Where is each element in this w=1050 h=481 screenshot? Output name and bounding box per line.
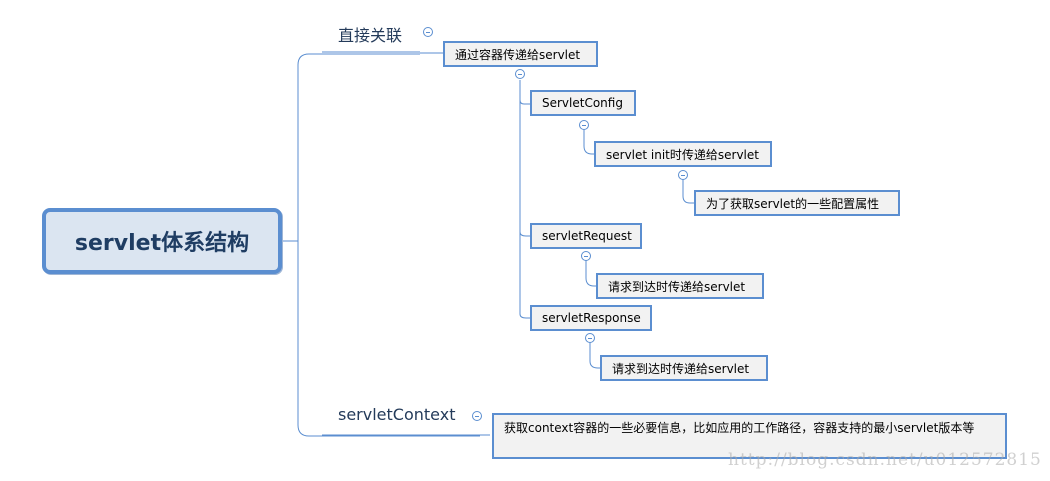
node-response-arrival-label: 请求到达时传递给servlet <box>612 361 750 376</box>
node-servlet-init-label: servlet init时传递给servlet <box>606 147 759 162</box>
minus-circle-icon[interactable] <box>515 69 525 79</box>
node-config-attributes[interactable]: 为了获取servlet的一些配置属性 <box>694 190 900 216</box>
node-context-info[interactable]: 获取context容器的一些必要信息，比如应用的工作路径，容器支持的最小serv… <box>492 413 1007 459</box>
connector-request-child <box>585 259 596 287</box>
minus-circle-icon[interactable] <box>579 120 589 130</box>
connector-response-child <box>589 341 600 369</box>
node-request-arrival[interactable]: 请求到达时传递给servlet <box>596 273 764 299</box>
node-servlet-response[interactable]: servletResponse <box>530 305 652 331</box>
root-label: servlet体系结构 <box>74 231 250 256</box>
node-via-container-label: 通过容器传递给servlet <box>455 47 581 62</box>
node-servlet-config-label: ServletConfig <box>542 96 623 110</box>
minus-circle-icon[interactable] <box>423 27 433 37</box>
watermark-text: http://blog.csdn.net/u012572815 <box>728 450 1042 470</box>
connector-child-trunk <box>519 80 530 105</box>
minus-circle-icon[interactable] <box>581 251 591 261</box>
node-via-container[interactable]: 通过容器传递给servlet <box>443 41 598 67</box>
node-servlet-init[interactable]: servlet init时传递给servlet <box>594 141 772 167</box>
connector-trunk <box>297 53 480 437</box>
minus-circle-icon[interactable] <box>585 333 595 343</box>
node-request-arrival-label: 请求到达时传递给servlet <box>608 279 746 294</box>
node-config-attributes-label: 为了获取servlet的一些配置属性 <box>706 196 880 211</box>
node-context-info-label: 获取context容器的一些必要信息，比如应用的工作路径，容器支持的最小serv… <box>504 421 975 435</box>
connector-config-init <box>583 126 594 155</box>
branch-direct-label[interactable]: 直接关联 <box>338 26 403 45</box>
minus-circle-icon[interactable] <box>678 170 688 180</box>
connector-child-trunk-3 <box>519 80 530 319</box>
branch-context-label[interactable]: servletContext <box>338 405 456 424</box>
node-servlet-request-label: servletRequest <box>542 229 632 243</box>
node-servlet-request[interactable]: servletRequest <box>530 223 642 249</box>
node-servlet-response-label: servletResponse <box>542 311 641 325</box>
node-servlet-config[interactable]: ServletConfig <box>530 90 636 116</box>
node-response-arrival[interactable]: 请求到达时传递给servlet <box>600 355 768 381</box>
connector-init-attr <box>682 178 694 204</box>
root-node[interactable]: servlet体系结构 <box>42 208 282 274</box>
minus-circle-icon[interactable] <box>472 411 482 421</box>
